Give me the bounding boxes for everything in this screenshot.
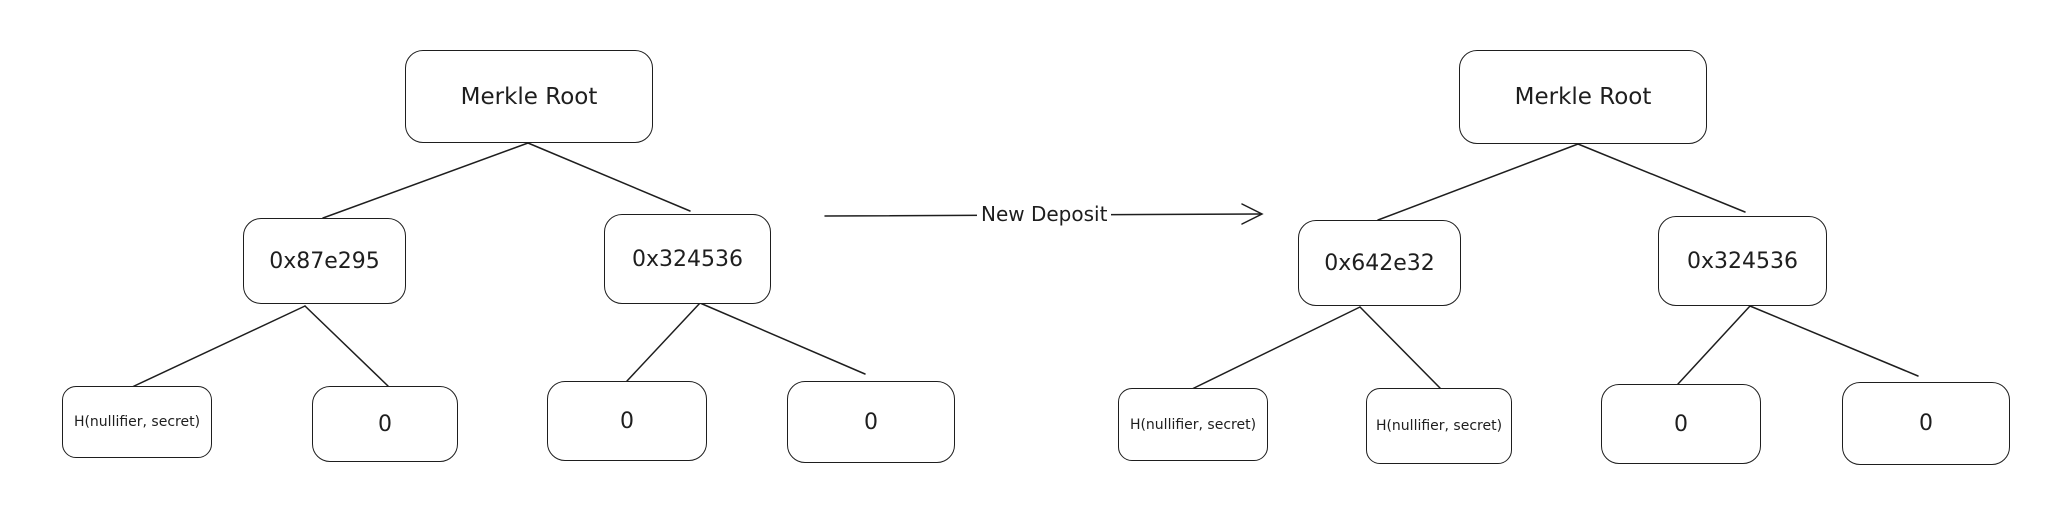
new-deposit-arrow-head [1241, 203, 1264, 225]
right-hash-node-before: 0x324536 [604, 214, 771, 304]
leaf-2-after: H(nullifier, secret) [1366, 388, 1512, 464]
merkle-root-before-label: Merkle Root [460, 83, 598, 110]
edge-root-right-before [527, 142, 691, 212]
leaf-3-before-label: 0 [620, 408, 634, 434]
leaf-3-after: 0 [1601, 384, 1761, 464]
right-hash-node-after: 0x324536 [1658, 216, 1827, 306]
leaf-2-before: 0 [312, 386, 458, 462]
leaf-4-before: 0 [787, 381, 955, 463]
new-deposit-label: New Deposit [977, 202, 1112, 226]
edge-left-leaf2-before [304, 305, 389, 387]
leaf-1-before-label: H(nullifier, secret) [73, 414, 201, 430]
edge-root-left-before [322, 142, 529, 219]
edge-left-leaf2-after [1359, 306, 1441, 389]
edge-right-leaf3-after [1677, 305, 1751, 385]
edge-right-leaf4-before [699, 302, 866, 375]
edge-root-left-after [1377, 143, 1579, 221]
leaf-4-after: 0 [1842, 382, 2010, 465]
left-hash-node-after: 0x642e32 [1298, 220, 1461, 306]
edge-right-leaf3-before [626, 302, 701, 382]
leaf-1-before: H(nullifier, secret) [62, 386, 212, 458]
leaf-2-after-label: H(nullifier, secret) [1375, 418, 1503, 434]
leaf-3-before: 0 [547, 381, 707, 461]
edge-root-right-after [1577, 143, 1746, 213]
leaf-1-after: H(nullifier, secret) [1118, 388, 1268, 461]
merkle-root-after: Merkle Root [1459, 50, 1707, 144]
right-hash-after-label: 0x324536 [1687, 248, 1798, 274]
edge-left-leaf1-after [1189, 306, 1361, 391]
leaf-1-after-label: H(nullifier, secret) [1129, 416, 1257, 433]
leaf-4-before-label: 0 [864, 409, 878, 435]
left-hash-after-label: 0x642e32 [1324, 250, 1435, 276]
leaf-4-after-label: 0 [1919, 411, 1933, 436]
leaf-3-after-label: 0 [1674, 411, 1688, 437]
merkle-root-before: Merkle Root [405, 50, 653, 143]
right-hash-before-label: 0x324536 [632, 246, 743, 272]
merkle-root-after-label: Merkle Root [1514, 84, 1652, 110]
edge-left-leaf1-before [129, 305, 306, 389]
left-hash-before-label: 0x87e295 [269, 248, 380, 274]
left-hash-node-before: 0x87e295 [243, 218, 406, 304]
edge-right-leaf4-after [1749, 305, 1919, 377]
leaf-2-before-label: 0 [378, 411, 392, 437]
